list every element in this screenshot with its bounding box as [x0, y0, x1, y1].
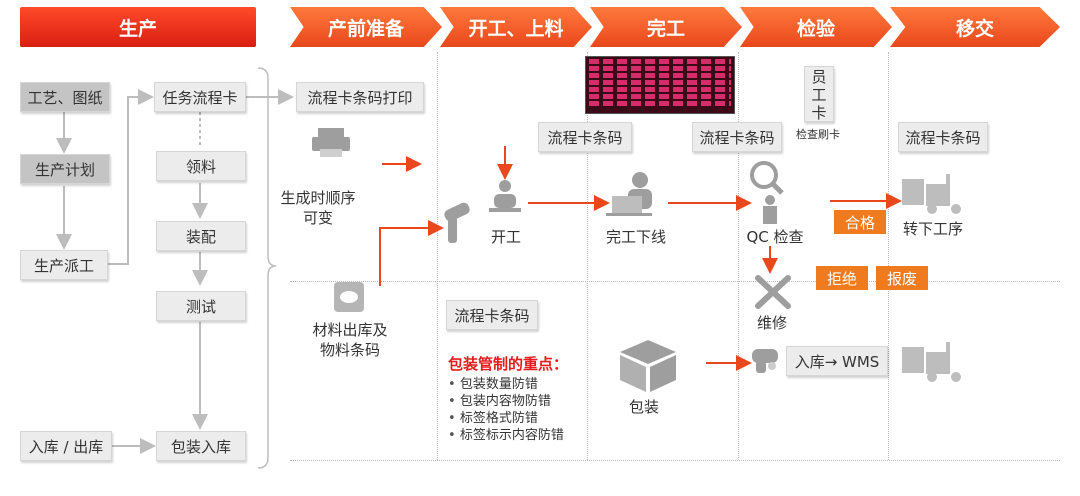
worker-icon	[489, 180, 521, 212]
wms-storage-box: 入库→ WMS	[786, 346, 888, 376]
lane-divider	[888, 52, 889, 460]
stage-header-prep: 产前准备	[290, 7, 442, 47]
flow-card-barcode-box: 流程卡条码	[898, 122, 988, 152]
row-divider	[290, 281, 1060, 282]
sequence-note: 生成时顺序可变	[280, 189, 356, 227]
repair-label: 维修	[756, 314, 787, 332]
stock-in-out-box: 入库 / 出库	[20, 431, 112, 461]
material-pick-box: 领料	[156, 151, 246, 181]
notes-item: 标签格式防错	[448, 410, 568, 427]
testing-box: 测试	[156, 291, 246, 321]
stage-header-transfer: 移交	[890, 7, 1060, 47]
package-box-icon	[620, 340, 676, 392]
finish-offline-label: 完工下线	[605, 228, 666, 246]
notes-item: 包装数量防错	[448, 376, 568, 393]
scrap-tag: 报废	[876, 266, 928, 290]
reject-tag: 拒绝	[816, 266, 868, 290]
stage-header-finish: 完工	[590, 7, 742, 47]
production-dispatch-box: 生产派工	[20, 250, 108, 280]
lane-divider	[738, 52, 739, 460]
qc-inspector-icon	[750, 161, 784, 224]
assembly-box: 装配	[156, 221, 246, 251]
header-production: 生产	[20, 7, 256, 47]
next-process-label: 转下工序	[902, 220, 963, 238]
bottom-divider	[290, 460, 1060, 461]
wrench-icon	[755, 275, 791, 309]
production-plan-box: 生产计划	[20, 154, 110, 184]
notes-item: 包装内容物防错	[448, 393, 568, 410]
packing-control-notes: 包装管制的重点： 包装数量防错 包装内容物防错 标签格式防错 标签标示内容防错	[448, 356, 568, 444]
pass-tag: 合格	[834, 210, 886, 234]
laptop-user-icon	[606, 172, 652, 216]
notes-item: 标签标示内容防错	[448, 427, 568, 444]
flow-card-barcode-box: 流程卡条码	[538, 122, 632, 152]
packing-label: 包装	[628, 398, 659, 416]
flow-card-barcode-box: 流程卡条码	[692, 122, 782, 152]
pack-storage-box: 包装入库	[156, 431, 246, 461]
material-roll-icon	[334, 282, 364, 312]
qc-check-label: QC 检查	[746, 228, 804, 246]
stage-header-inspect: 检验	[740, 7, 892, 47]
stage-header-start: 开工、上料	[440, 7, 592, 47]
start-work-label: 开工	[490, 228, 521, 246]
production-monitor-screen	[585, 56, 735, 114]
barcode-print-box: 流程卡条码打印	[296, 82, 424, 112]
forklift-icon	[902, 174, 961, 214]
barcode-scanner-icon	[444, 202, 470, 243]
forklift-icon	[902, 342, 961, 382]
lane-divider	[437, 52, 438, 460]
material-outbound-label: 材料出库及物料条码	[312, 321, 388, 359]
task-card-box: 任务流程卡	[154, 82, 246, 112]
lane-divider	[587, 52, 588, 460]
notes-title: 包装管制的重点：	[448, 355, 569, 373]
printer-icon	[312, 128, 350, 157]
craft-drawing-box: 工艺、图纸	[20, 82, 110, 112]
employee-card: 员 工 卡	[804, 66, 834, 122]
wms-scanner-icon	[752, 349, 778, 373]
check-swipe-label: 检查刷卡	[796, 128, 840, 141]
flow-card-barcode-box: 流程卡条码	[446, 300, 538, 330]
